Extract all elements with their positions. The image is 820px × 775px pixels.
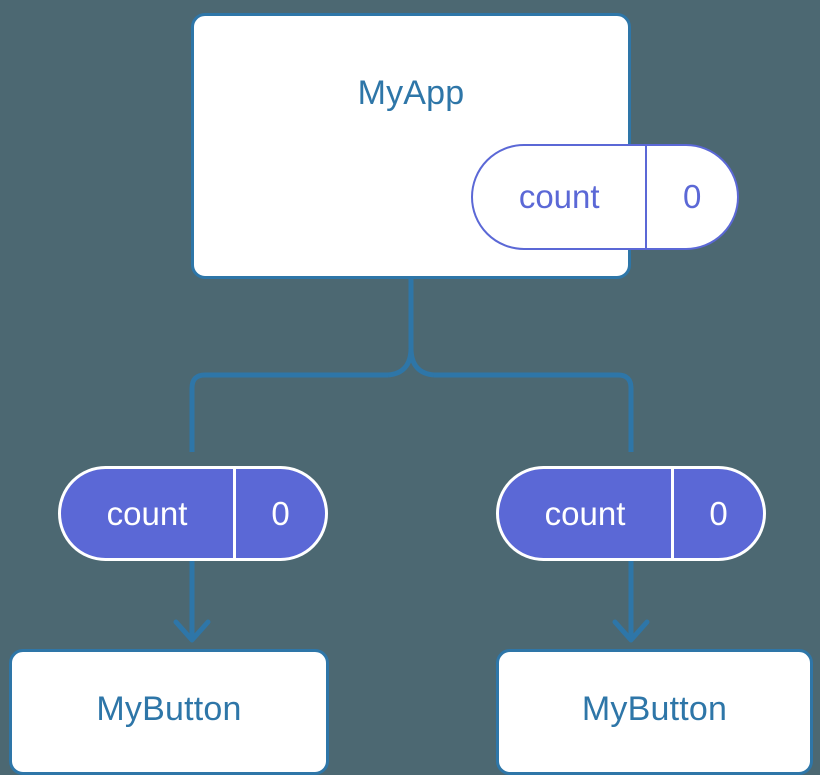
- state-pill-value: 0: [645, 146, 737, 248]
- props-pill-count-left[interactable]: count 0: [58, 466, 328, 561]
- component-title-mybutton: MyButton: [96, 690, 242, 728]
- component-title-myapp: MyApp: [357, 74, 465, 112]
- props-pill-count-right[interactable]: count 0: [496, 466, 766, 561]
- arrow-down-icon-left: [173, 619, 211, 643]
- props-pill-key: count: [544, 494, 626, 532]
- connector-fork-right: [408, 347, 435, 378]
- arrow-down-icon-right: [612, 619, 650, 643]
- component-box-mybutton-right[interactable]: MyButton: [496, 649, 813, 775]
- component-title-mybutton: MyButton: [581, 690, 728, 728]
- props-pill-value: 0: [233, 469, 325, 558]
- props-pill-value: 0: [671, 469, 763, 558]
- connector-bus-left: [189, 372, 388, 452]
- props-pill-key: count: [106, 494, 188, 532]
- state-pill-count[interactable]: count 0: [471, 144, 739, 250]
- component-box-mybutton-left[interactable]: MyButton: [9, 649, 329, 775]
- connector-bus-right: [434, 372, 634, 452]
- connector-fork-left: [387, 347, 414, 378]
- state-pill-key: count: [518, 178, 600, 215]
- component-box-myapp[interactable]: MyApp count 0: [191, 13, 739, 279]
